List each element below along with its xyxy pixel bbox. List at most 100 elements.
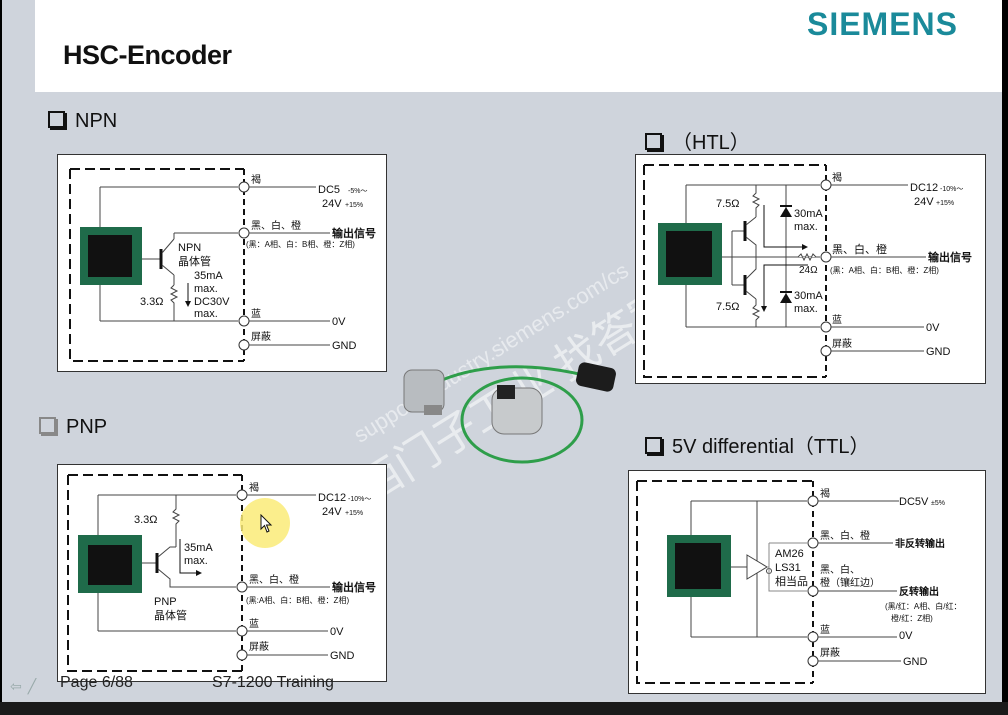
- section-npn-text: NPN: [75, 110, 118, 132]
- htl-wiring-diagram: 褐 DC12 -10%～ 24V +15% 7.5Ω 7.5Ω 24Ω 30mA…: [635, 154, 986, 384]
- label-supply: DC5: [318, 184, 340, 196]
- label-current: 35mA: [194, 270, 223, 282]
- window-edge: [1002, 0, 1008, 702]
- section-htl-text: （HTL）: [672, 132, 750, 154]
- label-blue: 蓝: [832, 314, 842, 326]
- label-shield: 屏蔽: [249, 641, 269, 653]
- siemens-logo: SIEMENS: [806, 6, 958, 42]
- label-brown: 褐: [249, 481, 259, 494]
- label-phase-note: (黑：A相、白：B相、橙：Z相): [830, 265, 939, 275]
- label-resistor: 3.3Ω: [140, 296, 164, 308]
- section-label-ttl: 5V differential（TTL）: [645, 430, 870, 459]
- label-supply-tol: -10%～: [940, 186, 963, 193]
- section-ttl-text: 5V differential（TTL）: [672, 436, 870, 458]
- slide: HSC-Encoder SIEMENS 西门子工业 找答案 support.in…: [2, 0, 1002, 702]
- npn-wiring-diagram: 褐 DC5 -5%～ 24V +15% 黑、白、橙 输出信号 (黑：A相、白：B…: [57, 154, 387, 372]
- label-transistor-cn: 晶体管: [178, 254, 211, 268]
- label-supply: DC12: [910, 182, 938, 194]
- checkbox-bullet-icon: [48, 111, 65, 128]
- label-non-inverted-output: 非反转输出: [895, 537, 945, 550]
- label-gnd: GND: [332, 340, 357, 352]
- label-signal-colors: 黑、白、橙: [832, 242, 887, 256]
- label-transistor-cn: 晶体管: [154, 608, 187, 622]
- label-max-2: max.: [194, 308, 218, 320]
- label-driver-1: AM26: [775, 548, 804, 560]
- section-label-pnp: PNP: [39, 416, 107, 439]
- label-resistor-mid: 24Ω: [799, 265, 818, 276]
- label-transistor: NPN: [178, 242, 201, 254]
- label-max: max.: [184, 555, 208, 567]
- footer-training: S7-1200 Training: [212, 674, 334, 691]
- pen-icon[interactable]: ╱: [27, 678, 43, 694]
- label-supply-b-tol: +15%: [936, 200, 954, 207]
- label-blue: 蓝: [820, 624, 830, 636]
- label-supply: DC5V: [899, 496, 929, 508]
- label-max-1: max.: [194, 283, 218, 295]
- label-driver-2: LS31: [775, 562, 801, 574]
- label-output-signal: 输出信号: [332, 226, 376, 240]
- label-current-bottom: 30mA: [794, 290, 823, 302]
- label-0v: 0V: [899, 630, 913, 642]
- label-current: 35mA: [184, 542, 213, 554]
- encoder-product-image: [382, 340, 632, 470]
- label-shield: 屏蔽: [820, 647, 840, 659]
- label-shield: 屏蔽: [251, 331, 271, 343]
- label-inverted-colors-2: 橙（镶红边）: [820, 576, 880, 589]
- slide-navigation[interactable]: ⇦╱: [10, 678, 42, 695]
- label-supply-tol: ±5%: [931, 500, 945, 507]
- pnp-wiring-diagram: 褐 DC12 -10%～ 24V +15% 3.3Ω 35mA max. PNP…: [57, 464, 387, 682]
- label-inverted-colors-1: 黑、白、: [820, 563, 860, 576]
- ttl-wiring-diagram: 褐 DC5V ±5% 黑、白、橙 非反转输出 AM26 LS31 相当品 黑、白…: [628, 470, 986, 694]
- label-transistor: PNP: [154, 596, 177, 608]
- label-output-signal: 输出信号: [332, 580, 376, 594]
- label-supply-tol: -10%～: [348, 496, 371, 503]
- label-signal-colors: 黑、白、橙: [251, 219, 301, 232]
- label-0v: 0V: [332, 316, 346, 328]
- slide-header: HSC-Encoder SIEMENS: [35, 0, 1002, 92]
- slide-title: HSC-Encoder: [63, 40, 232, 70]
- label-gnd: GND: [903, 656, 928, 668]
- checkbox-bullet-icon: [39, 417, 56, 434]
- label-resistor-top: 7.5Ω: [716, 198, 740, 210]
- section-pnp-text: PNP: [66, 416, 108, 438]
- section-label-htl: （HTL）: [645, 126, 750, 155]
- checkbox-bullet-icon: [645, 133, 662, 150]
- label-driver-3: 相当品: [775, 574, 808, 588]
- label-supply-b-tol: +15%: [345, 202, 363, 209]
- checkbox-bullet-icon: [645, 437, 662, 454]
- mouse-pointer-icon: [260, 514, 273, 533]
- label-blue: 蓝: [251, 308, 261, 320]
- label-signal-colors: 黑、白、橙: [820, 529, 870, 542]
- label-phase-note: (黑:A相、白：B相、橙：Z相): [246, 595, 349, 605]
- section-label-npn: NPN: [48, 110, 117, 133]
- label-brown: 褐: [251, 173, 261, 186]
- label-voltage: DC30V: [194, 296, 230, 308]
- label-supply-b: 24V: [322, 198, 342, 210]
- label-shield: 屏蔽: [832, 338, 852, 350]
- label-inverted-note-2: 橙/红：Z相): [891, 613, 933, 623]
- label-supply: DC12: [318, 492, 346, 504]
- label-brown: 褐: [832, 171, 842, 184]
- label-phase-note: (黑：A相、白：B相、橙：Z相): [246, 239, 355, 249]
- label-resistor: 3.3Ω: [134, 514, 158, 526]
- label-blue: 蓝: [249, 618, 259, 630]
- label-gnd: GND: [926, 346, 951, 358]
- label-max-bottom: max.: [794, 303, 818, 315]
- label-supply-b-tol: +15%: [345, 510, 363, 517]
- label-inverted-output: 反转输出: [899, 585, 939, 598]
- label-brown: 褐: [820, 487, 830, 500]
- footer-page-number: Page 6/88: [60, 674, 133, 691]
- label-output-signal: 输出信号: [928, 250, 972, 264]
- label-supply-tol: -5%～: [348, 188, 367, 195]
- label-signal-colors: 黑、白、橙: [249, 573, 299, 586]
- label-0v: 0V: [926, 322, 940, 334]
- label-gnd: GND: [330, 650, 355, 662]
- label-0v: 0V: [330, 626, 344, 638]
- label-max-top: max.: [794, 221, 818, 233]
- taskbar-strip: [0, 702, 1008, 715]
- previous-slide-icon[interactable]: ⇦: [10, 678, 28, 694]
- label-supply-b: 24V: [914, 196, 934, 208]
- label-resistor-bottom: 7.5Ω: [716, 301, 740, 313]
- label-inverted-note-1: (黑/红：A相、白/红：: [885, 601, 961, 611]
- label-supply-b: 24V: [322, 506, 342, 518]
